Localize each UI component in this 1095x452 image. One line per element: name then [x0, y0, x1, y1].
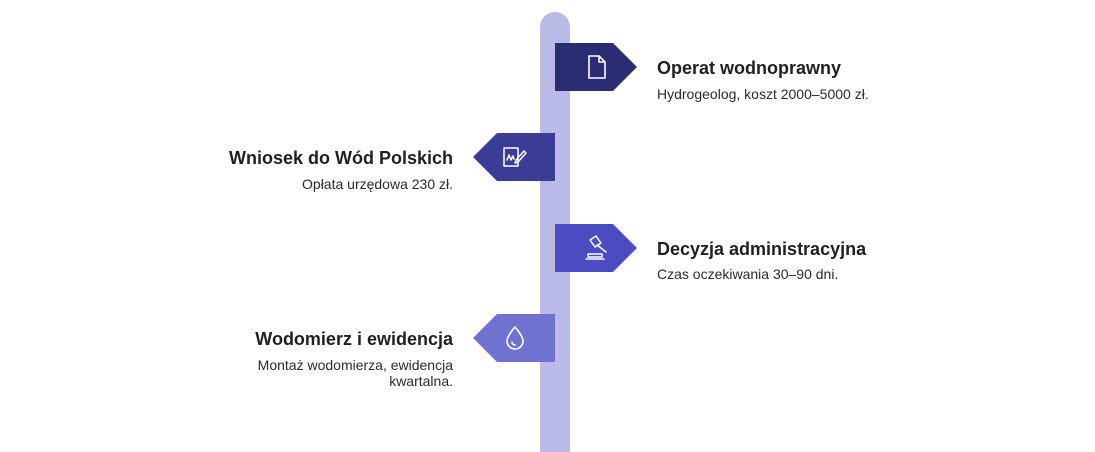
sign-step-4 [473, 314, 555, 362]
sign-step-3 [555, 224, 637, 272]
step-1-title: Operat wodnoprawny [657, 58, 842, 78]
step-2-desc: Opłata urzędowa 230 zł. [302, 176, 453, 192]
water-drop-icon [506, 326, 524, 350]
gavel-icon [585, 235, 607, 260]
step-4-desc: Montaż wodomierza, ewidencja kwartalna. [257, 357, 453, 389]
document-icon [588, 55, 606, 79]
sign-step-2 [473, 133, 555, 181]
step-2-title: Wniosek do Wód Polskich [228, 148, 453, 168]
step-3-title: Decyzja administracyjna [657, 239, 867, 259]
sign-arrow-right [555, 43, 637, 91]
sign-arrow-left [473, 314, 555, 362]
signed-form-icon [503, 147, 527, 167]
sign-step-1 [555, 43, 637, 91]
step-3-desc: Czas oczekiwania 30–90 dni. [657, 266, 839, 282]
step-4-title: Wodomierz i ewidencja [255, 329, 453, 349]
sign-arrow-right [555, 224, 637, 272]
step-1-desc: Hydrogeolog, koszt 2000–5000 zł. [657, 86, 869, 102]
